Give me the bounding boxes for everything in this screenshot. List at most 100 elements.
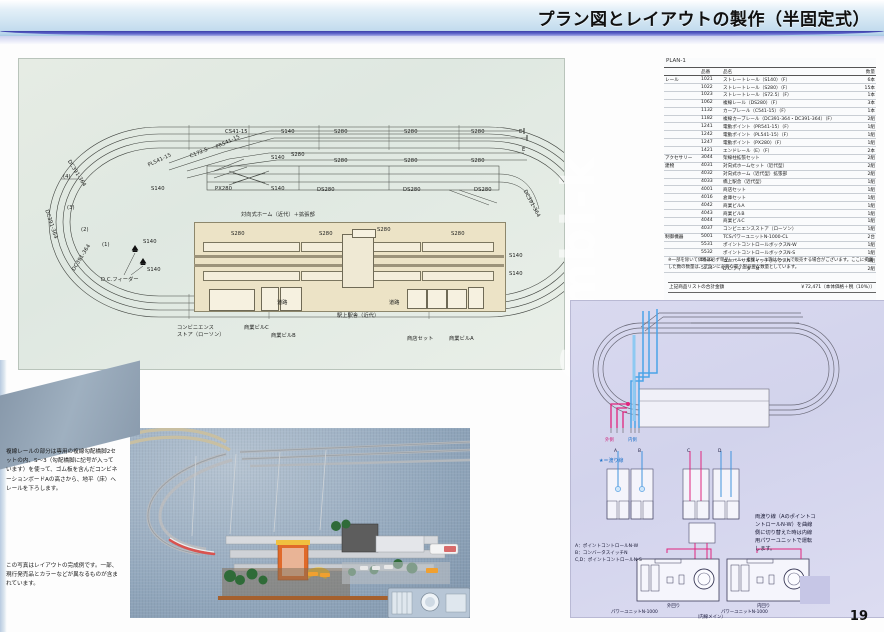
track-label-ds280-2: DS280 bbox=[403, 187, 421, 193]
center-note: （内線メイン） bbox=[695, 615, 726, 620]
th-code: 品番 bbox=[700, 66, 722, 77]
wire-node-d: D bbox=[718, 449, 722, 454]
power-unit-left-label: 外回り bbox=[667, 604, 681, 609]
cell-category: 建物 bbox=[664, 161, 700, 171]
track-label-s140-mid: S140 bbox=[271, 155, 285, 161]
cell-qty: 2組 bbox=[858, 264, 876, 274]
cell-qty: 2組 bbox=[858, 170, 876, 179]
wire-node-b: B bbox=[638, 449, 642, 454]
commercial-c-label: 商業ビルC bbox=[244, 325, 269, 331]
wiring-diagram bbox=[592, 309, 840, 602]
cell-name: コンビニエンスストア（ローソン） bbox=[722, 225, 858, 234]
track-label-e-second: E bbox=[522, 147, 526, 153]
layout-photo bbox=[130, 428, 470, 618]
platform-note: 対向式ホーム（近代）＋拡張部 bbox=[241, 212, 315, 218]
cell-category bbox=[664, 185, 700, 195]
platform-lower-left bbox=[203, 271, 300, 281]
cell-name: 橋上駅舎（近代型） bbox=[722, 178, 858, 187]
cell-code: 5001 bbox=[700, 232, 722, 242]
cell-qty: 1組 bbox=[858, 225, 876, 234]
wiring-side-note: 両渡り線（AのポイントコントロールN-W）を曲線側に切り替えた時は内線用パワーユ… bbox=[755, 514, 816, 553]
cell-name: TCSパワーユニットN-1000-CL bbox=[722, 232, 858, 242]
track-label-s280-m1: S280 bbox=[291, 152, 305, 158]
cell-code: 4031 bbox=[700, 161, 722, 171]
cell-name: 電動ポイント（PR541-15）（F） bbox=[722, 122, 858, 132]
feeder-track-label-top: S140 bbox=[143, 239, 157, 245]
header-band bbox=[0, 0, 884, 30]
shop-set-2 bbox=[427, 289, 447, 309]
th-category bbox=[664, 66, 700, 77]
track-label-e-top: E bbox=[519, 129, 523, 135]
page-left-edge bbox=[0, 360, 7, 632]
track-label-s140-low: S140 bbox=[151, 186, 165, 192]
wire-label-outer: 外側 bbox=[605, 438, 614, 443]
cell-qty: 6本 bbox=[858, 75, 876, 85]
cell-code: 1182 bbox=[700, 115, 722, 124]
curve-index-2: (2) bbox=[81, 227, 89, 233]
wire-node-c: C bbox=[687, 449, 691, 454]
cell-code: 4033 bbox=[700, 178, 722, 187]
cell-code: 4016 bbox=[700, 193, 722, 203]
station-track-label-4: S280 bbox=[451, 231, 465, 237]
cell-code: 1021 bbox=[700, 75, 722, 85]
station-s140-top: S140 bbox=[509, 253, 523, 259]
cell-category bbox=[664, 130, 700, 140]
cell-category bbox=[664, 122, 700, 132]
platform-lower-far bbox=[422, 271, 494, 281]
cell-code: 5532 bbox=[700, 248, 722, 258]
wiring-panel: 外側 内側 A B C D ★＝渡り線 A：ポイントコントロールN-W B：コン… bbox=[570, 300, 884, 620]
plan-code: PLAN-1 bbox=[666, 58, 686, 64]
cell-name: 倉庫セット bbox=[722, 193, 858, 203]
cell-code: 1062 bbox=[700, 99, 722, 108]
cell-name: 対向式ホーム（近代型）拡張部 bbox=[722, 170, 858, 179]
cell-category bbox=[664, 264, 700, 274]
commercial-building-a bbox=[468, 287, 484, 309]
track-label-s280-m3: S280 bbox=[404, 158, 418, 164]
header-divider-soft bbox=[0, 36, 884, 45]
station-track-label-3: S280 bbox=[377, 227, 391, 233]
cell-code: 5531 bbox=[700, 241, 722, 250]
commercial-a-label: 商業ビルA bbox=[449, 336, 474, 342]
cell-name: エンドレール（E）（F） bbox=[722, 146, 858, 155]
cell-name: 商業ビルC bbox=[722, 217, 858, 226]
cell-category bbox=[664, 217, 700, 226]
track-label-ds280-1: DS280 bbox=[317, 187, 335, 193]
platform-upper-left bbox=[203, 242, 300, 252]
shop-set-label: 商店セット bbox=[407, 336, 434, 342]
wire-label-inner: 内側 bbox=[628, 438, 637, 443]
cell-name: 複線レール（DS280）（F） bbox=[722, 99, 858, 108]
th-name: 品名 bbox=[722, 66, 858, 77]
cell-qty: 1組 bbox=[858, 193, 876, 203]
cell-category bbox=[664, 146, 700, 155]
cell-qty: 1本 bbox=[858, 107, 876, 116]
track-label-s280-t3: S280 bbox=[471, 129, 485, 135]
parts-table-header-row: 品番 品名 数量 bbox=[664, 66, 876, 77]
cell-name: 電動ポイント（PL541-15）（F） bbox=[722, 130, 858, 140]
commercial-b-label: 商業ビルB bbox=[271, 333, 296, 339]
cell-name: 商業ビルB bbox=[722, 209, 858, 218]
cell-category bbox=[664, 241, 700, 250]
page-header: プラン図とレイアウトの製作（半固定式） bbox=[0, 0, 884, 45]
cell-qty: 2組 bbox=[858, 161, 876, 171]
cell-category: アクセサリー bbox=[664, 153, 700, 163]
track-label-px280: PX280 bbox=[215, 186, 233, 192]
caption-lower: この写真はレイアウトの完成例です。一部、現行発売品とカラーなどが異なるものが含ま… bbox=[6, 563, 118, 588]
platform-upper-far bbox=[422, 242, 494, 252]
cell-qty: 2組 bbox=[858, 115, 876, 124]
track-plan-panel: Combi-k bbox=[18, 58, 606, 381]
legend-item-cd: C,D：ポイントコントロールN-S bbox=[575, 557, 642, 563]
cell-qty: 1組 bbox=[858, 256, 876, 266]
